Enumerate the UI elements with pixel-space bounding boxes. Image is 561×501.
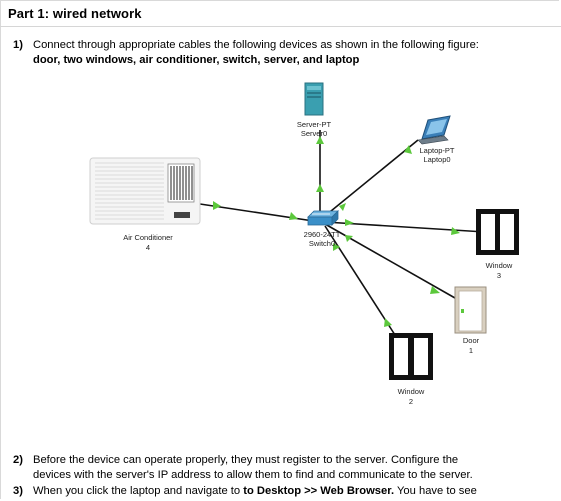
- air-conditioner-label: Air Conditioner: [123, 233, 173, 242]
- air-conditioner-icon[interactable]: [89, 157, 201, 225]
- door-number: 1: [469, 346, 473, 355]
- laptop-name-label: Laptop0: [423, 155, 450, 164]
- arrow-server-low: [316, 184, 324, 192]
- window-3-icon[interactable]: [476, 209, 519, 255]
- air-conditioner-number: 4: [146, 243, 150, 252]
- arrow-switch-door: [345, 235, 353, 242]
- arrow-window3: [451, 227, 460, 235]
- arrow-door: [430, 286, 440, 294]
- question-2: 2) Before the device can operate properl…: [13, 453, 548, 482]
- door-icon[interactable]: [454, 286, 487, 334]
- link-door-switch: [324, 223, 456, 299]
- question-1: 1) Connect through appropriate cables th…: [13, 38, 543, 67]
- window-2-label: Window: [398, 387, 425, 396]
- link-ac-switch: [199, 203, 321, 223]
- link-window2-switch: [324, 225, 396, 336]
- question-3: 3) When you click the laptop and navigat…: [13, 484, 548, 499]
- arrow-laptop: [404, 145, 412, 154]
- window-2-number: 2: [409, 397, 413, 406]
- switch-name-label: Switch0: [309, 239, 335, 248]
- header-rule: [0, 26, 561, 27]
- question-3-number: 3): [13, 485, 23, 497]
- question-3-text-end: You have to see: [394, 485, 477, 497]
- switch-icon[interactable]: [307, 210, 339, 226]
- arrow-server-high: [316, 136, 324, 144]
- door-label: Door: [463, 336, 480, 345]
- arrow-switch-window3: [345, 219, 354, 226]
- link-laptop-switch: [319, 139, 419, 221]
- arrow-ac: [213, 201, 221, 210]
- window-2-icon[interactable]: [389, 333, 433, 380]
- switch-type-label: 2960-24TT: [304, 230, 341, 239]
- question-1-number: 1): [13, 39, 23, 51]
- question-2-number: 2): [13, 454, 23, 466]
- laptop-icon[interactable]: [417, 115, 451, 145]
- question-2-line-2: devices with the server's IP address to …: [33, 468, 473, 481]
- window-3-number: 3: [497, 271, 501, 280]
- laptop-type-label: Laptop-PT: [419, 146, 454, 155]
- link-arrows: [213, 136, 460, 327]
- arrow-switch-window2: [333, 243, 340, 251]
- server-type-label: Server-PT: [297, 120, 332, 129]
- server-name-label: Server0: [301, 129, 327, 138]
- question-1-text: Connect through appropriate cables the f…: [33, 39, 479, 51]
- server-icon[interactable]: [304, 82, 324, 116]
- part-title: Part 1: wired network: [8, 6, 142, 21]
- arrow-switch-laptop: [339, 203, 346, 211]
- window-3-label: Window: [486, 261, 513, 270]
- cable-links: [199, 130, 486, 336]
- question-3-path: to Desktop >> Web Browser.: [243, 485, 395, 497]
- question-1-devices: door, two windows, air conditioner, swit…: [33, 53, 360, 66]
- arrow-window2: [384, 318, 392, 327]
- arrow-switch-ac: [289, 212, 298, 220]
- question-3-text-start: When you click the laptop and navigate t…: [33, 485, 244, 497]
- question-2-line-1: Before the device can operate properly, …: [33, 454, 459, 466]
